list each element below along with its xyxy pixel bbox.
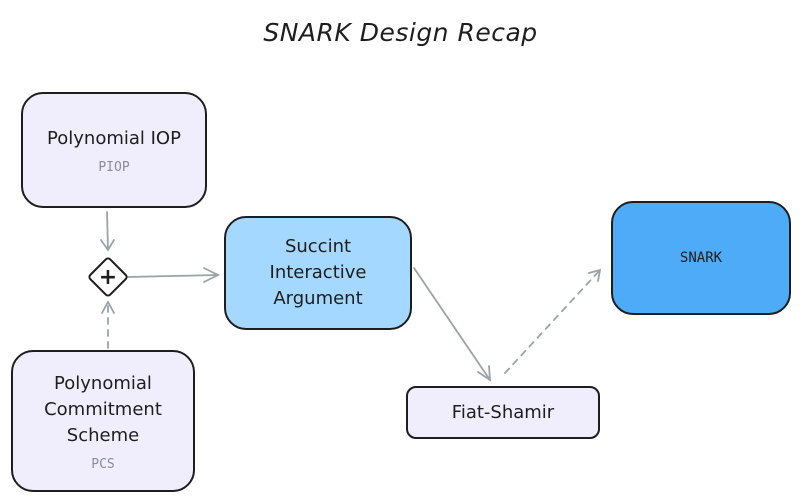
- succint-interactive-argument-label: Succint Interactive Argument: [269, 236, 367, 309]
- arrow-sia-to-fiat-shamir: [413, 267, 492, 382]
- fiat-shamir-node[interactable]: Fiat-Shamir: [406, 386, 600, 439]
- arrow-fiat-shamir-to-snark: [504, 268, 602, 374]
- snark-node[interactable]: SNARK: [611, 201, 791, 315]
- pcs-label: Polynomial Commitment Scheme: [44, 372, 162, 446]
- piop-node[interactable]: Polynomial IOP PIOP: [21, 92, 207, 208]
- plus-icon: +: [98, 264, 118, 290]
- piop-label: Polynomial IOP: [47, 127, 181, 149]
- arrow-piop-to-combine: [100, 211, 115, 252]
- pcs-node[interactable]: Polynomial Commitment Scheme PCS: [11, 350, 195, 492]
- pcs-abbreviation: PCS: [91, 456, 115, 472]
- fiat-shamir-label: Fiat-Shamir: [451, 401, 555, 423]
- diagram-title: SNARK Design Recap: [263, 18, 538, 47]
- snark-label: SNARK: [679, 250, 723, 266]
- piop-abbreviation: PIOP: [98, 159, 130, 175]
- succint-interactive-argument-node[interactable]: Succint Interactive Argument: [224, 216, 412, 330]
- arrow-pcs-to-combine: [101, 300, 115, 349]
- arrow-combine-to-sia: [125, 267, 221, 283]
